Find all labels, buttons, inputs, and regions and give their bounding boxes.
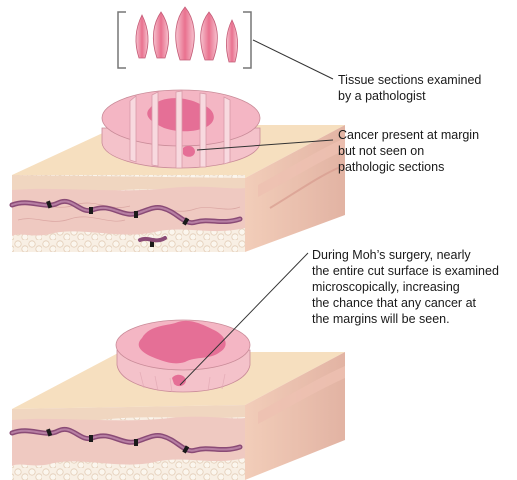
leader-tissue-sections xyxy=(253,40,333,79)
label-tissue-sections: Tissue sections examined by a pathologis… xyxy=(338,72,513,104)
tissue-slices xyxy=(118,7,251,68)
excised-tissue-sliced xyxy=(102,90,260,168)
label-mohs-surgery: During Moh’s surgery, nearly the entire … xyxy=(312,247,516,327)
label-cancer-at-margin: Cancer present at margin but not seen on… xyxy=(338,127,513,175)
